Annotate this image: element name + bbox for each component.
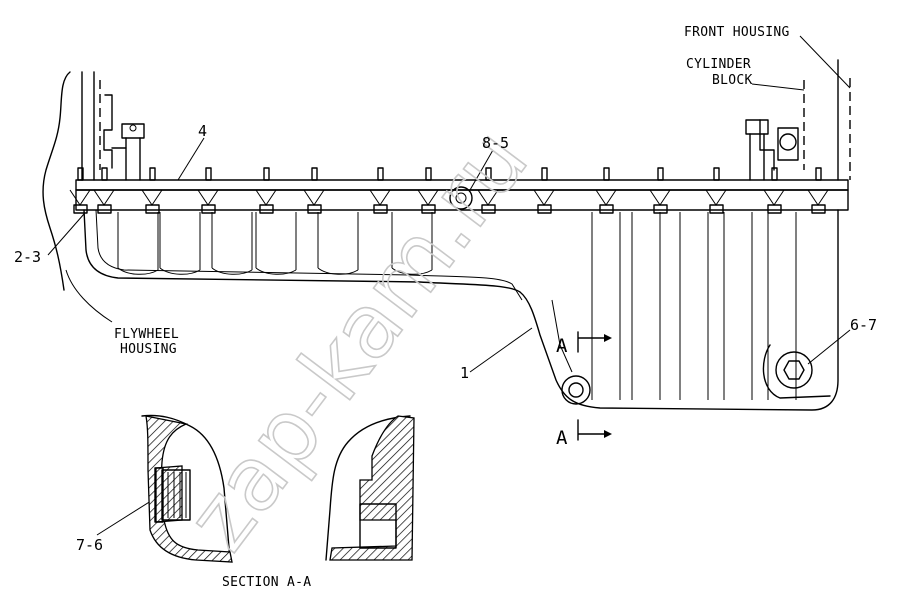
- flange-bolt: [477, 167, 499, 214]
- pan-rib: [211, 212, 253, 275]
- flange-bolt: [705, 167, 727, 214]
- sump-rib: [631, 212, 661, 400]
- flange-bolt: [595, 167, 617, 214]
- flange-bolt: [197, 167, 219, 214]
- flange-bolts: [69, 167, 829, 214]
- callout-7-6: 7-6: [76, 536, 103, 554]
- sump-rib: [767, 212, 797, 400]
- callout-8-5: 8-5: [482, 134, 509, 152]
- flywheel-housing-label-2: HOUSING: [120, 342, 177, 357]
- section-detail-right: [325, 415, 415, 561]
- drain-plug-6-7: [775, 351, 813, 389]
- section-arrow-top: [577, 331, 612, 353]
- cylinder-block-label-2: BLOCK: [712, 73, 753, 88]
- oil-pan-flange: [75, 179, 849, 211]
- flange-bolt: [303, 167, 325, 214]
- front-housing-outline: [759, 59, 851, 181]
- flange-bolt: [141, 167, 163, 214]
- flange-bolt: [255, 167, 277, 214]
- oil-pan-body: [83, 209, 839, 411]
- dipstick-tube: [111, 123, 145, 181]
- callout-2-3: 2-3: [14, 248, 41, 266]
- front-housing-label: FRONT HOUSING: [684, 25, 790, 40]
- section-marker-bottom: A: [556, 427, 568, 449]
- pan-rib: [317, 212, 359, 275]
- flange-bolt: [69, 167, 91, 214]
- callout-6-7: 6-7: [850, 316, 877, 334]
- section-label: SECTION A-A: [222, 575, 311, 590]
- callout-1: 1: [460, 364, 469, 382]
- cylinder-block-label-1: CYLINDER: [686, 57, 751, 72]
- right-tube: [745, 119, 769, 181]
- callout-4: 4: [198, 122, 207, 140]
- sump-drain-boss: [561, 375, 591, 405]
- pan-rib: [391, 212, 433, 275]
- section-arrow-bottom: [577, 419, 612, 441]
- watermark: zap-kam.ru: [167, 110, 548, 569]
- flange-bolt: [93, 167, 115, 214]
- flange-bolt: [417, 167, 439, 214]
- sump-rib: [591, 212, 621, 400]
- flange-bolt: [369, 167, 391, 214]
- section-detail-left: [141, 414, 233, 563]
- sump-rib: [723, 212, 753, 400]
- section-marker-top: A: [556, 335, 568, 357]
- flywheel-housing-outline: [42, 71, 113, 291]
- pan-rib: [159, 212, 201, 275]
- flange-bolt: [807, 167, 829, 214]
- sump-rib: [679, 212, 709, 400]
- plug-8-5: [449, 186, 473, 210]
- flywheel-housing-label-1: FLYWHEEL: [114, 327, 179, 342]
- pan-rib: [117, 212, 159, 275]
- flange-bolt: [763, 167, 785, 214]
- pan-rib: [255, 212, 297, 275]
- flange-bolt: [533, 167, 555, 214]
